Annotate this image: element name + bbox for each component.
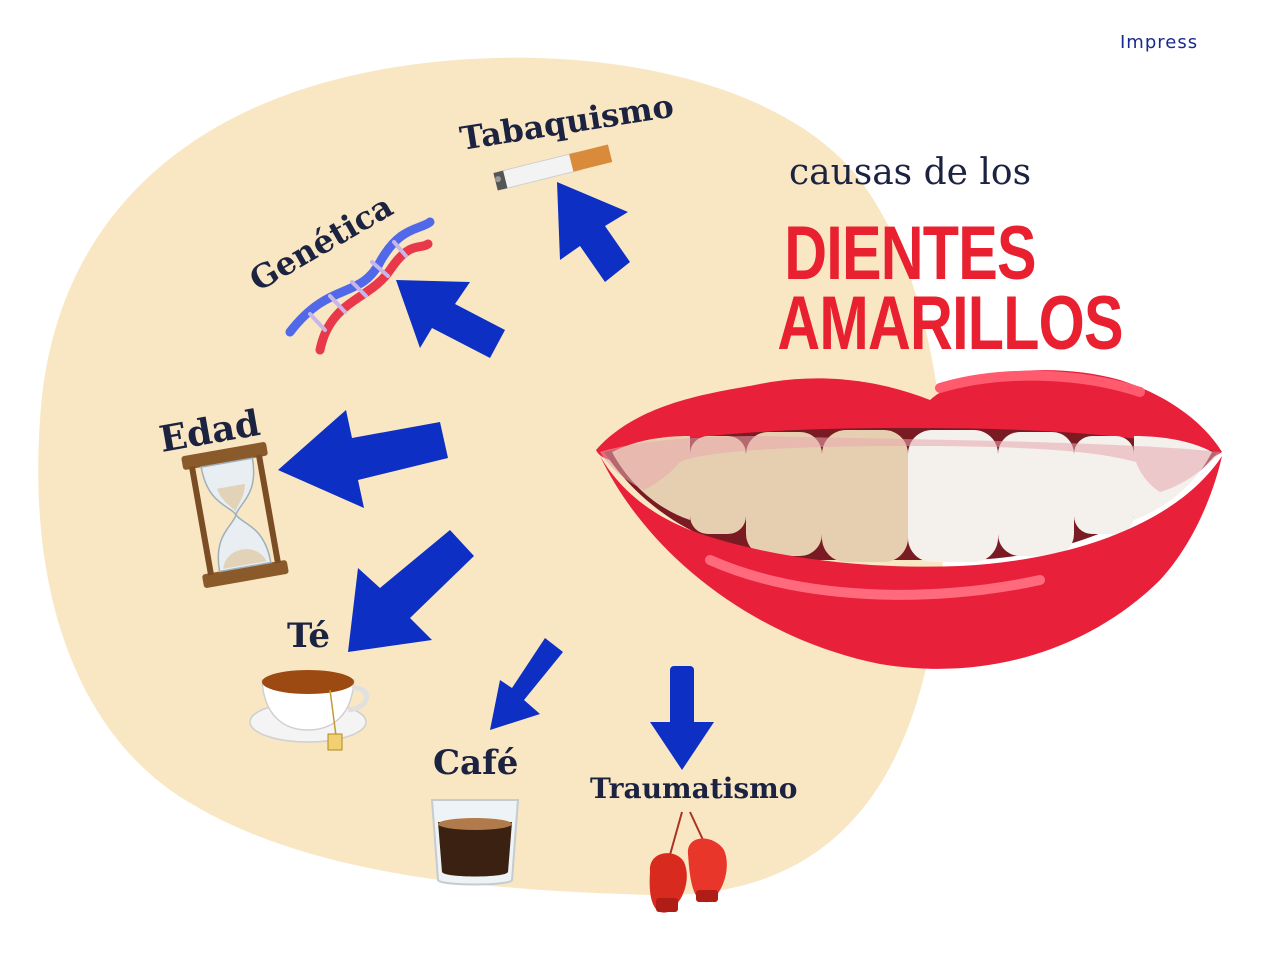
arrow-te (348, 530, 474, 652)
label-te: Té (287, 616, 331, 656)
label-traumatismo: Traumatismo (590, 772, 798, 805)
hourglass-icon (181, 442, 289, 588)
heading-title-line2: AMARILLOS (777, 281, 1123, 366)
brand-logo: Impress (1120, 32, 1199, 53)
arrow-edad (278, 410, 448, 508)
cigarette-icon (493, 144, 613, 191)
lips-icon (596, 370, 1222, 669)
arrow-cafe (490, 638, 563, 730)
arrow-tabaquismo (557, 182, 630, 282)
heading-subtitle: causas de los (788, 152, 1032, 193)
arrow-genetica (396, 280, 505, 358)
arrow-traumatismo (650, 666, 714, 770)
teacup-icon (249, 670, 369, 751)
dna-icon (285, 217, 435, 355)
coffee-glass-icon (430, 799, 520, 886)
label-cafe: Café (433, 743, 519, 783)
heading-title-line1: DIENTES (784, 211, 1036, 296)
boxing-gloves-icon (649, 811, 727, 913)
